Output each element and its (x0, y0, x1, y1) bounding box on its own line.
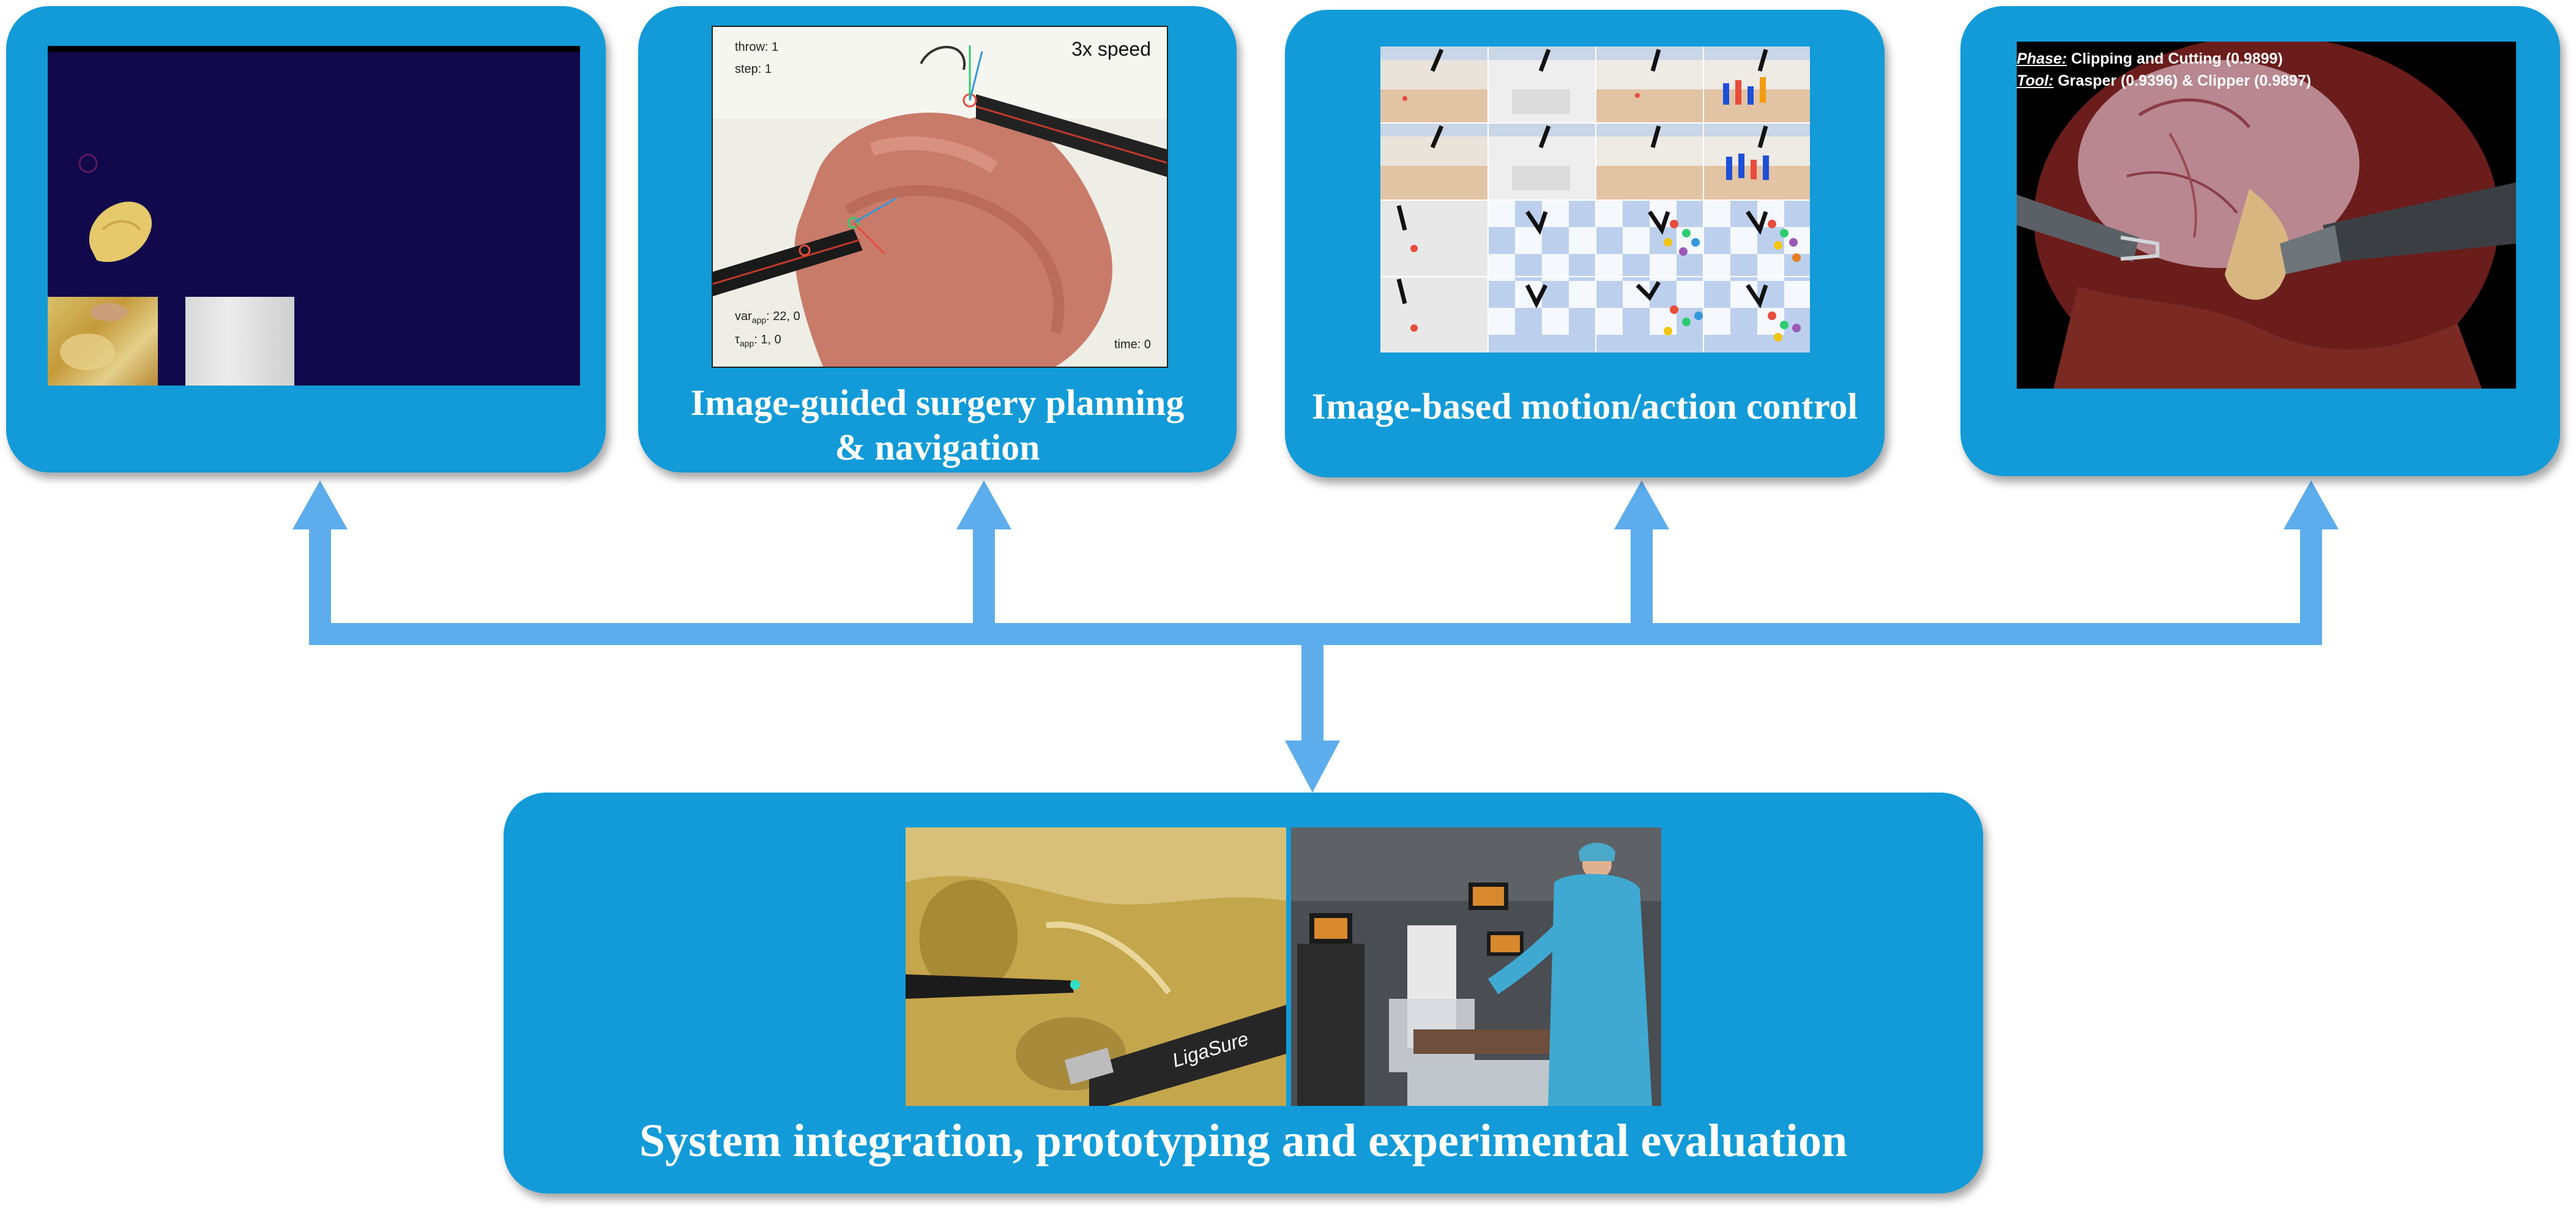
var-app-readout: varapp: 22, 0 (735, 310, 800, 325)
tool-readout: Tool: Grasper (0.9396) & Clipper (0.9897… (2017, 72, 2312, 89)
instrument-probe (906, 974, 1074, 999)
panel2-caption-line2: & navigation (835, 427, 1040, 468)
panel-motion-control: Image-based motion/action control (1285, 10, 1885, 477)
arrowhead-up-2 (956, 480, 1011, 529)
simulation-svg (1380, 47, 1810, 353)
tissue-blob (89, 201, 152, 263)
stem-1 (309, 526, 331, 645)
phase-readout: Phase: Clipping and Cutting (0.9899) (2017, 50, 2283, 67)
panel-surgery-planning: throw: 1 step: 1 3x speed varapp: 22, 0 … (638, 6, 1237, 472)
tau-app-readout: τapp: 1, 0 (735, 333, 781, 348)
marker-circle (78, 154, 98, 173)
grasper-instrument (2017, 195, 2139, 262)
tracked-tip (1070, 980, 1080, 990)
tissue-sample (794, 113, 1112, 367)
panel-system-integration: LigaSure System integration, prototyping… (504, 793, 1983, 1193)
instrument-left (713, 229, 863, 296)
gallbladder (2078, 60, 2359, 268)
monitor-screen (1314, 918, 1347, 939)
or-svg (1291, 827, 1661, 1106)
blank-thumbnail (185, 297, 294, 386)
ligasure-instrument (1089, 1005, 1286, 1106)
arrowhead-up-1 (292, 480, 348, 529)
stem-2 (973, 526, 995, 645)
throw-label: throw: 1 (735, 40, 779, 54)
stem-3 (1631, 526, 1653, 645)
suturing-view: throw: 1 step: 1 3x speed varapp: 22, 0 … (712, 26, 1168, 368)
panel2-caption-line1: Image-guided surgery planning (690, 383, 1185, 423)
operating-room-photo (1291, 827, 1661, 1106)
simulation-grid (1380, 47, 1810, 353)
surgeon-gown (1548, 874, 1652, 1106)
segmentation-svg (78, 154, 152, 263)
endoscope-svg: LigaSure (906, 827, 1286, 1106)
stem-4 (2300, 526, 2322, 645)
horizontal-connector (309, 623, 2322, 645)
clipper-instrument (2323, 182, 2516, 262)
stem-down (1301, 645, 1323, 743)
laparoscopic-view: Phase: Clipping and Cutting (0.9899) Too… (2017, 42, 2516, 389)
arrowhead-up-4 (2284, 480, 2339, 529)
robot-arms (1396, 48, 1768, 308)
arrowhead-down (1285, 741, 1340, 793)
step-label: step: 1 (735, 62, 772, 76)
endoscope-view: LigaSure (906, 827, 1286, 1106)
suturing-svg (713, 27, 1167, 367)
bottom-caption: System integration, prototyping and expe… (639, 1115, 1848, 1166)
panel-phase-recognition: Phase: Clipping and Cutting (0.9899) Too… (1960, 6, 2560, 476)
arrowhead-up-3 (1614, 480, 1669, 529)
segmentation-view (48, 46, 580, 386)
time-label: time: 0 (1114, 338, 1151, 351)
colored-blocks (1402, 77, 1801, 342)
panel-perception (6, 6, 606, 472)
tissue-thumbnail (48, 297, 158, 386)
fat-tissue (2225, 188, 2290, 300)
laparoscopic-svg (2017, 42, 2516, 389)
panel2-caption: Image-guided surgery planning & navigati… (638, 381, 1237, 470)
speed-label: 3x speed (1071, 38, 1151, 60)
panel3-caption: Image-based motion/action control (1311, 386, 1858, 427)
